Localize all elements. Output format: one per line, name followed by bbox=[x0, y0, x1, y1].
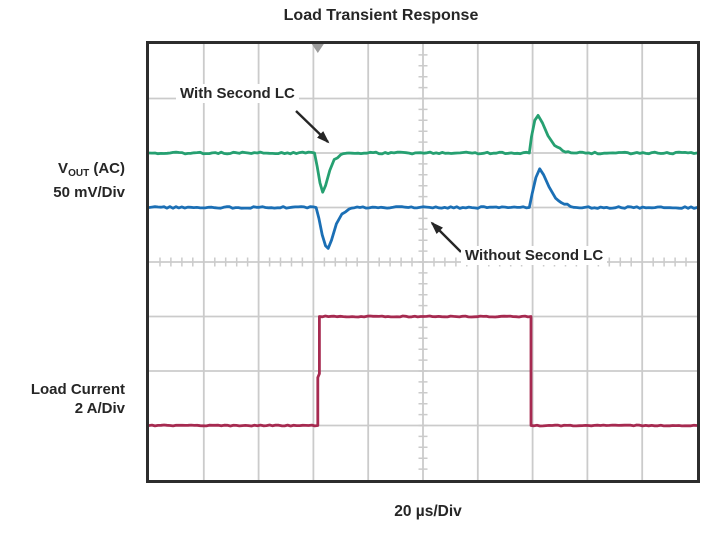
annotation-with-second-lc: With Second LC bbox=[176, 84, 299, 103]
load-label-line1: Load Current bbox=[30, 381, 125, 398]
trace-load-current bbox=[149, 314, 697, 428]
oscilloscope-graticule bbox=[146, 41, 700, 483]
vout-axis-label: VOUT (AC) 50 mV/Div bbox=[53, 159, 125, 202]
vout-scale-label: 50 mV/Div bbox=[53, 184, 125, 201]
vout-subscript: OUT bbox=[68, 168, 90, 179]
trace-without-second-lc bbox=[149, 167, 697, 250]
trace-with-second-lc bbox=[149, 114, 697, 194]
trigger-marker-icon bbox=[311, 44, 324, 53]
annotation-without-second-lc: Without Second LC bbox=[461, 246, 608, 265]
scope-traces-svg bbox=[149, 44, 697, 480]
vout-label-line1: VOUT (AC) bbox=[58, 160, 125, 179]
load-current-axis-label: Load Current 2 A/Div bbox=[31, 380, 125, 418]
load-scale-label: 2 A/Div bbox=[74, 400, 125, 417]
time-scale-label: 20 µs/Div bbox=[394, 503, 462, 520]
chart-title: Load Transient Response bbox=[283, 7, 479, 24]
